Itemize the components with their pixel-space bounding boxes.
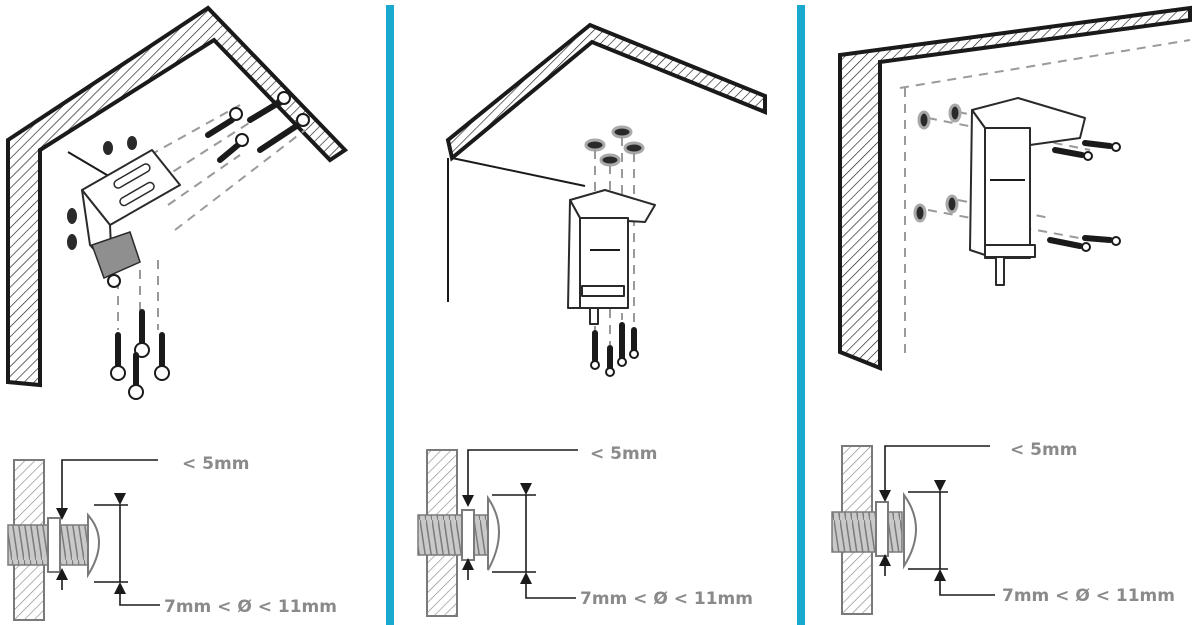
mounting-bracket (969, 97, 1086, 286)
gap-label: < 5mm (182, 454, 249, 474)
wall-holes (913, 103, 962, 223)
wall-section (6, 5, 349, 388)
screw-dimension-detail (831, 445, 995, 615)
guide-lines (117, 99, 306, 330)
panel-wall: < 5mm 7mm < Ø < 11mm (831, 5, 1192, 615)
screws (1047, 140, 1121, 252)
panel-divider-right (797, 5, 805, 625)
gap-label: < 5mm (1010, 440, 1077, 460)
diameter-label: 7mm < Ø < 11mm (580, 589, 753, 609)
diameter-label: 7mm < Ø < 11mm (1002, 586, 1175, 606)
gap-label: < 5mm (590, 444, 657, 464)
ceiling-section (445, 22, 767, 162)
screw-dimension-detail (7, 459, 160, 621)
panel-ceiling: < 5mm 7mm < Ø < 11mm (417, 22, 767, 617)
panel-ceiling-corner: < 5mm 7mm < Ø < 11mm (6, 5, 349, 621)
screws (110, 91, 310, 400)
wall-section (838, 5, 1192, 371)
diameter-label: 7mm < Ø < 11mm (164, 597, 337, 617)
mounting-bracket (567, 189, 656, 325)
screw-dimension-detail (417, 449, 578, 617)
wall-hole (103, 141, 113, 155)
screws (590, 322, 639, 377)
guide-lines (899, 39, 1191, 360)
mounting-bracket (81, 149, 181, 288)
panel-divider-left (386, 5, 394, 625)
